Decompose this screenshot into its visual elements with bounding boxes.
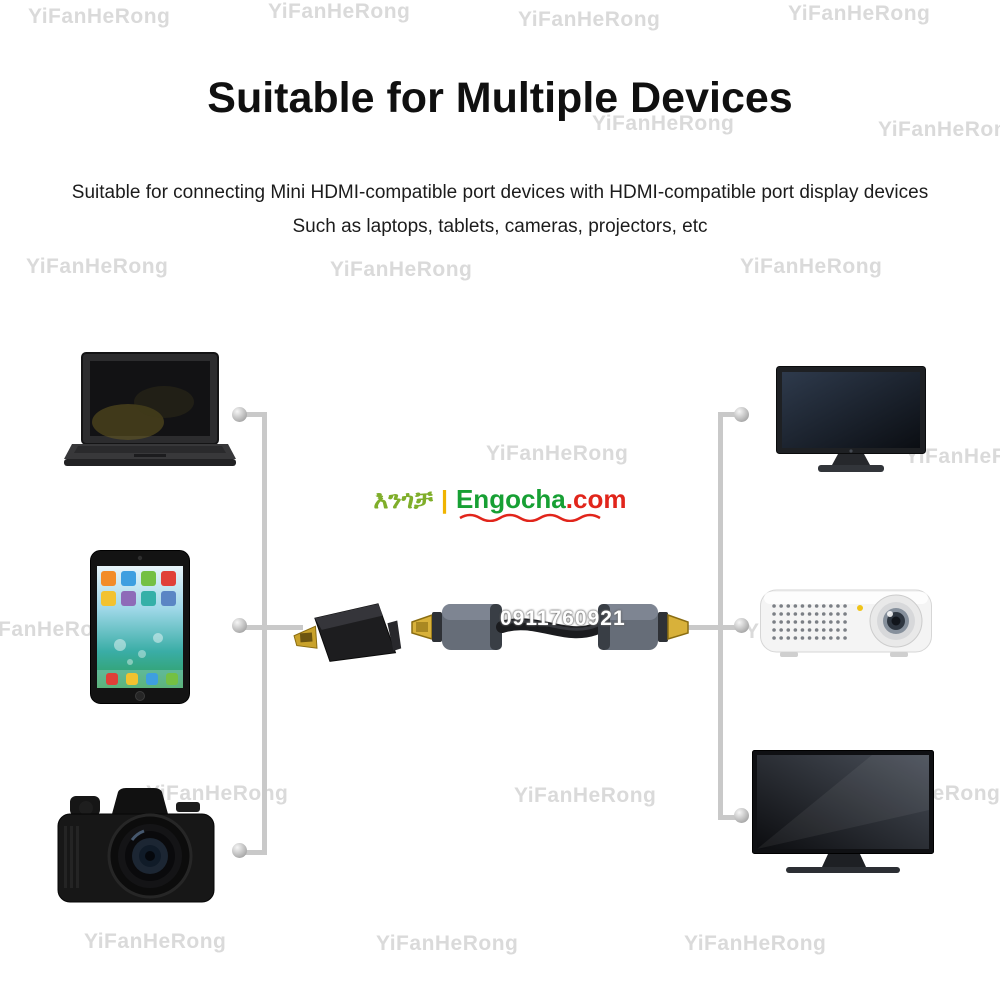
left-bracket-vertical-line — [262, 412, 267, 855]
camera-icon — [56, 782, 216, 906]
brand-watermark: YiFanHeRong — [28, 5, 171, 28]
brand-watermark: YiFanHeRong — [486, 442, 629, 465]
connection-dot — [232, 407, 247, 422]
brand-watermark: YiFanHeRong — [518, 8, 661, 31]
brand-watermark: YiFanHeRong — [592, 112, 735, 135]
brand-watermark: YiFanHeRong — [684, 932, 827, 955]
page-subtitle: Suitable for connecting Mini HDMI-compat… — [0, 176, 1000, 244]
right-bracket-stub-monitor — [723, 412, 742, 417]
brand-watermark: YiFanHeRong — [146, 782, 289, 805]
page-title: Suitable for Multiple Devices — [207, 74, 793, 122]
monitor-icon — [776, 366, 926, 474]
brand-watermark: YiFanHeRong — [0, 618, 121, 641]
brand-watermark: YiFanHeRong — [514, 784, 657, 807]
hdmi-cable-image — [410, 586, 690, 672]
brand-watermark: YiFanHeRong — [330, 258, 473, 281]
left-bracket-stub-tablet — [243, 625, 262, 630]
tablet-icon — [90, 550, 190, 704]
brand-watermark: YiFanHeRong — [26, 255, 169, 278]
left-center-connector-line — [267, 625, 303, 630]
connection-dot — [232, 618, 247, 633]
marketplace-separator: | — [440, 486, 448, 514]
connection-dot — [734, 808, 749, 823]
right-bracket-stub-projector — [723, 625, 742, 630]
subtitle-line-1: Suitable for connecting Mini HDMI-compat… — [71, 182, 929, 203]
marketplace-amharic-text: እንጎቻ — [373, 486, 433, 514]
connection-dot — [734, 618, 749, 633]
brand-watermark: YiFanHeRong — [84, 930, 227, 953]
marketplace-name-wrap: Engocha.com — [455, 484, 627, 522]
brand-watermark: YiFanHeRong — [376, 932, 519, 955]
projector-icon — [760, 584, 932, 664]
phone-watermark: 0911760921 — [500, 607, 626, 630]
left-bracket-stub-camera — [243, 850, 262, 855]
right-bracket-stub-tv — [723, 815, 742, 820]
right-center-connector-line — [684, 625, 718, 630]
brand-watermark: YiFanHeRong — [268, 0, 411, 23]
red-squiggle-underline — [459, 513, 601, 522]
left-bracket-stub-laptop — [243, 412, 262, 417]
mini-hdmi-adapter-image — [292, 592, 404, 674]
brand-watermark: YiFanHeRong — [905, 445, 1000, 468]
connection-dot — [232, 843, 247, 858]
subtitle-line-2: Such as laptops, tablets, cameras, proje… — [292, 216, 708, 238]
right-bracket-vertical-line — [718, 412, 723, 820]
tv-icon — [752, 750, 934, 880]
brand-watermark: YiFanHeRong — [740, 255, 883, 278]
brand-watermark: YiFanHeRong — [788, 2, 931, 25]
brand-watermark: YiFanHeRong — [878, 118, 1000, 141]
marketplace-name: Engocha — [455, 484, 566, 514]
connection-dot — [734, 407, 749, 422]
marketplace-watermark: እንጎቻ|Engocha.com — [0, 484, 1000, 522]
marketplace-tld: .com — [565, 484, 627, 514]
laptop-icon — [58, 352, 236, 470]
